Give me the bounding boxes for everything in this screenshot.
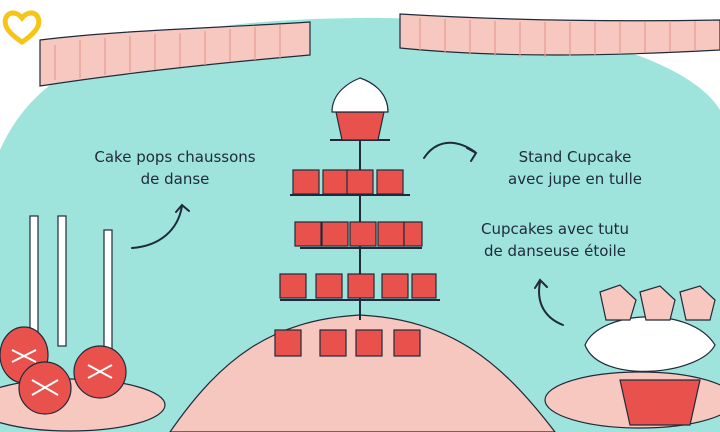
label-cupcakes-line2: de danseuse étoile (484, 242, 626, 260)
cupcake-stand (169, 77, 556, 432)
tutu-cupcakes (544, 284, 720, 429)
label-stand: Stand Cupcake avec jupe en tulle (470, 146, 680, 190)
label-stand-line1: Stand Cupcake (518, 148, 632, 166)
arrow-to-stand-icon (423, 141, 478, 162)
arrow-to-cake-pops-icon (131, 203, 190, 249)
label-cake-pops: Cake pops chaussons de danse (60, 146, 290, 190)
label-cake-pops-line1: Cake pops chaussons (94, 148, 256, 166)
label-stand-line2: avec jupe en tulle (508, 170, 642, 188)
label-cupcakes-line1: Cupcakes avec tutu (481, 220, 629, 238)
heart-logo-icon (2, 10, 42, 45)
arrow-to-cupcakes-icon (534, 278, 564, 326)
cake-pops (0, 215, 166, 432)
label-cupcakes: Cupcakes avec tutu de danseuse étoile (455, 218, 655, 262)
left-paper-garland (39, 21, 311, 87)
label-cake-pops-line2: de danse (140, 170, 210, 188)
right-paper-garland (399, 13, 720, 57)
